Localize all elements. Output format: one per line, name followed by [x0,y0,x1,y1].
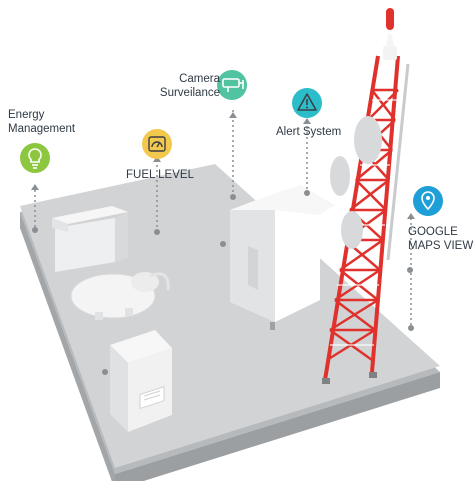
warning-icon [292,88,322,118]
main-building [230,185,335,330]
camera-line1: Camera [179,73,220,85]
label-alert-system: Alert System [276,125,376,139]
map-pin-icon [413,186,443,216]
alert-text: Alert System [276,126,342,138]
label-camera-surveillance: Camera Surveilance [150,72,220,100]
label-fuel-level: FUEL LEVEL [126,168,226,182]
gmaps-line2: MAPS VIEW [408,240,474,252]
shelter-left [52,206,128,272]
gmaps-line1: GOOGLE [408,226,458,238]
generator [110,330,172,432]
energy-line2: Management [8,123,76,135]
telecom-tower [322,8,410,384]
label-energy-management: Energy Management [8,108,98,136]
cctv-camera-icon [217,70,247,100]
energy-line1: Energy [8,109,45,121]
fuel-gauge-icon [142,129,172,159]
lightbulb-icon [20,143,50,173]
fuel-tank [70,272,170,320]
fuel-text: FUEL LEVEL [126,169,194,181]
label-google-maps-view: GOOGLE MAPS VIEW [408,225,474,253]
camera-line2: Surveilance [159,87,220,99]
